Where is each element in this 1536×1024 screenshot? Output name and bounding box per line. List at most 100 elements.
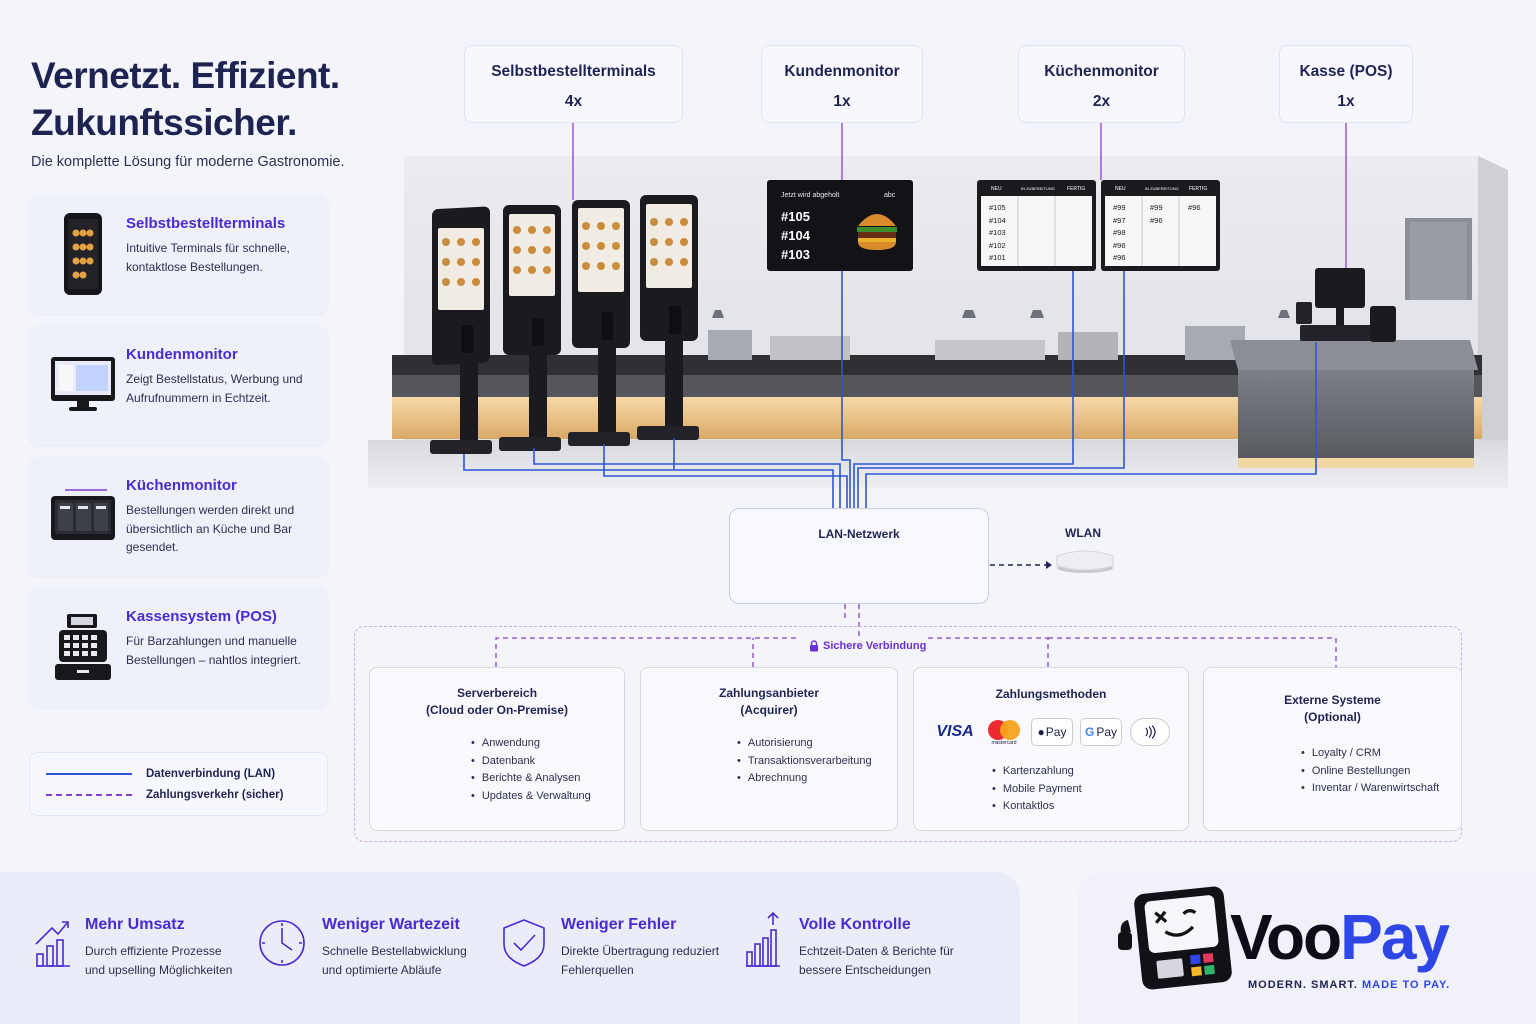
kitchen-display-thumbnail — [43, 475, 123, 557]
pos-terminal — [1296, 268, 1396, 342]
lan-network-title: LAN-Netzwerk — [818, 527, 900, 541]
kds2-col-new: NEU — [1115, 186, 1126, 192]
box-title-line-1: Externe Systeme — [1284, 693, 1381, 707]
headline-line-1: Vernetzt. Effizient. — [31, 55, 340, 96]
benefit-full-control: Volle Kontrolle Echtzeit-Daten & Bericht… — [799, 916, 954, 979]
apple-icon: ● — [1037, 725, 1045, 739]
benefit-text-line-1: Schnelle Bestellabwicklung — [322, 944, 467, 958]
list-item: Datenbank — [471, 753, 591, 771]
pos-counter — [1230, 340, 1478, 468]
kds2-col-prep: IN ZUBEREITUNG — [1145, 186, 1179, 191]
label-pos: Kasse (POS) 1x — [1279, 45, 1413, 123]
device-name: Küchenmonitor — [1044, 63, 1159, 80]
payment-provider-list: Autorisierung Transaktionsverarbeitung A… — [737, 735, 872, 788]
box-title-line-2: (Optional) — [1304, 710, 1361, 724]
page-headline: Vernetzt. Effizient. Zukunftssicher. — [31, 52, 340, 146]
payment-method-list: Kartenzahlung Mobile Payment Kontaktlos — [992, 763, 1082, 816]
kds-order: #97 — [1113, 215, 1126, 225]
wlan-label: WLAN — [1065, 526, 1101, 540]
label-self-order-terminals: Selbstbestellterminals 4x — [464, 45, 683, 123]
kds-order: #104 — [989, 215, 1006, 225]
kds2-orders-new: #99 #97 #98 #96 #96 — [1113, 202, 1126, 265]
benefit-text-line-2: Fehlerquellen — [561, 962, 634, 977]
list-item: Mobile Payment — [992, 781, 1082, 799]
benefit-text: Direkte Übertragung reduziert Fehlerquel… — [561, 942, 719, 979]
list-item: Kartenzahlung — [992, 763, 1082, 781]
customer-monitor-brand: abc — [884, 192, 896, 199]
list-item: Berichte & Analysen — [471, 770, 591, 788]
list-item: Abrechnung — [737, 770, 872, 788]
kds2-orders-done: #96 — [1188, 202, 1201, 215]
thumbs-up-icon — [1118, 920, 1132, 950]
kiosk-group — [430, 195, 699, 454]
benefit-title: Mehr Umsatz — [85, 916, 185, 933]
burger-icon — [857, 214, 897, 250]
kds2-col-done: FERTIG — [1189, 186, 1208, 192]
device-name: Selbstbestellterminals — [491, 63, 656, 80]
order-number: #105 — [781, 209, 810, 224]
analytics-chart-icon — [746, 911, 780, 967]
voopay-mascot — [1118, 886, 1232, 990]
benefit-title: Volle Kontrolle — [799, 916, 911, 933]
kds2-orders-prep: #99 #96 — [1150, 202, 1163, 227]
kds1-col-new: NEU — [991, 186, 1002, 192]
customer-monitor-header: Jetzt wird abgeholt — [781, 192, 840, 199]
payment-connections — [495, 604, 1337, 667]
kds-order: #101 — [989, 253, 1006, 262]
label-connectors — [572, 123, 1347, 268]
mastercard-wordmark: mastercard — [991, 739, 1017, 746]
card-pos-system[interactable]: Kassensystem (POS) Für Barzahlungen und … — [29, 588, 328, 707]
mastercard-logo: mastercard — [982, 718, 1026, 746]
box-payment-provider: Zahlungsanbieter (Acquirer) Autorisierun… — [640, 667, 898, 831]
clock-icon — [259, 920, 305, 966]
page-subline: Die komplette Lösung für moderne Gastron… — [31, 154, 345, 170]
google-pay-badge: G Pay — [1080, 718, 1122, 746]
kds-order: #99 — [1150, 203, 1163, 212]
external-systems-list: Loyalty / CRM Online Bestellungen Invent… — [1301, 745, 1439, 798]
legend-payment-line — [46, 794, 132, 796]
card-customer-monitor[interactable]: Kundenmonitor Zeigt Bestellstatus, Werbu… — [29, 326, 328, 445]
benefit-text: Echtzeit-Daten & Berichte für bessere En… — [799, 942, 954, 979]
order-number: #104 — [781, 228, 810, 243]
lock-icon — [810, 640, 818, 652]
brand-logo: VooPay — [1230, 897, 1450, 977]
kds-order: #105 — [989, 203, 1006, 212]
benefit-text: Durch effiziente Prozesse und upselling … — [85, 942, 232, 979]
card-title: Küchenmonitor — [126, 477, 237, 494]
kds-order: #102 — [989, 240, 1006, 250]
device-count: 1x — [833, 93, 851, 110]
legend-lan-label: Datenverbindung (LAN) — [146, 768, 276, 780]
box-title: Externe Systeme (Optional) — [1204, 692, 1461, 726]
device-name: Kundenmonitor — [784, 63, 900, 80]
card-kitchen-monitor[interactable]: Küchenmonitor Bestellungen werden direkt… — [29, 457, 328, 576]
box-title-line-1: Zahlungsanbieter — [718, 686, 819, 700]
kds-order: #96 — [1113, 240, 1126, 250]
card-text: Für Barzahlungen und manuelle Bestellung… — [126, 634, 301, 667]
device-count: 1x — [1337, 93, 1355, 110]
benefit-title: Weniger Fehler — [561, 916, 677, 933]
benefit-text-line-1: Direkte Übertragung reduziert — [561, 944, 720, 958]
box-title-line-2: (Cloud oder On-Premise) — [425, 703, 568, 717]
card-self-order-terminals[interactable]: Selbstbestellterminals Intuitive Termina… — [29, 195, 328, 314]
lan-network-box: LAN-Netzwerk — [729, 508, 989, 604]
list-item: Loyalty / CRM — [1301, 745, 1439, 763]
box-payment-methods: Zahlungsmethoden VISA mastercard ● Pay G… — [913, 667, 1189, 831]
benefit-text-line-2: und optimierte Abläufe — [322, 962, 442, 977]
benefits-band — [0, 872, 1020, 1024]
benefit-text-line-1: Echtzeit-Daten & Berichte für — [799, 944, 954, 958]
benefit-text: Schnelle Bestellabwicklung und optimiert… — [322, 942, 467, 979]
card-text: Bestellungen werden direkt und übersicht… — [126, 503, 295, 554]
headline-line-2: Zukunftssicher. — [31, 102, 297, 143]
box-title: Serverbereich (Cloud oder On-Premise) — [370, 685, 624, 719]
customer-monitor-numbers: #105 #104 #103 — [781, 207, 810, 264]
lan-connections — [463, 271, 1317, 508]
device-name: Kasse (POS) — [1299, 63, 1393, 80]
kds-order: #96 — [1150, 215, 1163, 225]
list-item: Kontaktlos — [992, 798, 1082, 816]
list-item: Updates & Verwaltung — [471, 788, 591, 806]
legend-lan: Datenverbindung (LAN) — [46, 768, 275, 780]
list-item: Inventar / Warenwirtschaft — [1301, 780, 1439, 798]
list-item: Autorisierung — [737, 735, 872, 753]
list-item: Anwendung — [471, 735, 591, 753]
brand-name-part-1: Voo — [1230, 901, 1342, 973]
